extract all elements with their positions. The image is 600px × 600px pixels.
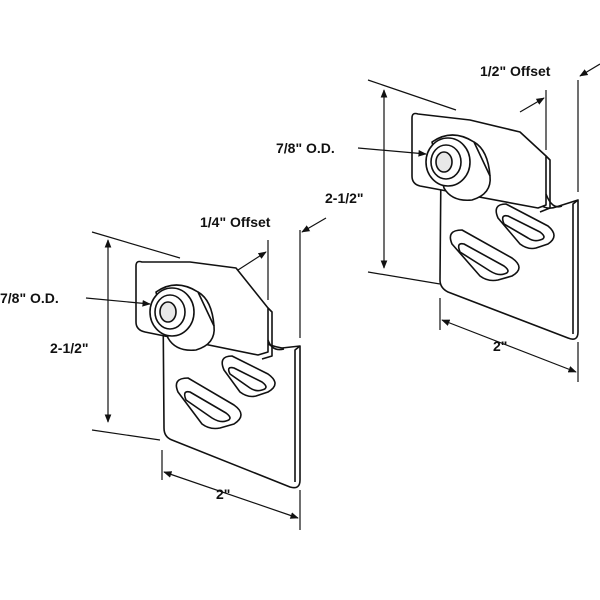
left-offset-arrow-b bbox=[301, 217, 327, 233]
left-dimensions bbox=[85, 217, 327, 530]
left-width-line bbox=[163, 471, 299, 519]
right-offset-arrow-b bbox=[579, 63, 600, 77]
right-width-line bbox=[441, 319, 577, 373]
right-dimensions bbox=[357, 63, 600, 382]
left-slot-lower bbox=[175, 377, 242, 430]
right-bracket bbox=[411, 112, 579, 340]
right-slot-upper bbox=[495, 203, 555, 250]
right-slot-lower bbox=[449, 229, 520, 282]
left-od-label: 7/8" O.D. bbox=[0, 290, 59, 306]
right-roller bbox=[425, 134, 491, 202]
right-width-label: 2" bbox=[493, 338, 508, 354]
right-height-label: 2-1/2" bbox=[325, 190, 364, 206]
right-offset-label: 1/2" Offset bbox=[480, 63, 551, 79]
right-od-label: 7/8" O.D. bbox=[276, 140, 335, 156]
left-roller bbox=[149, 284, 215, 352]
right-offset-arrow-a bbox=[519, 97, 545, 113]
left-bracket bbox=[135, 260, 301, 489]
left-width-label: 2" bbox=[216, 486, 231, 502]
left-slot-upper bbox=[221, 355, 276, 398]
left-offset-label: 1/4" Offset bbox=[200, 214, 271, 230]
left-height-label: 2-1/2" bbox=[50, 340, 89, 356]
right-od-leader bbox=[357, 147, 427, 157]
left-od-leader bbox=[85, 297, 151, 307]
left-offset-arrow-a bbox=[237, 251, 267, 271]
